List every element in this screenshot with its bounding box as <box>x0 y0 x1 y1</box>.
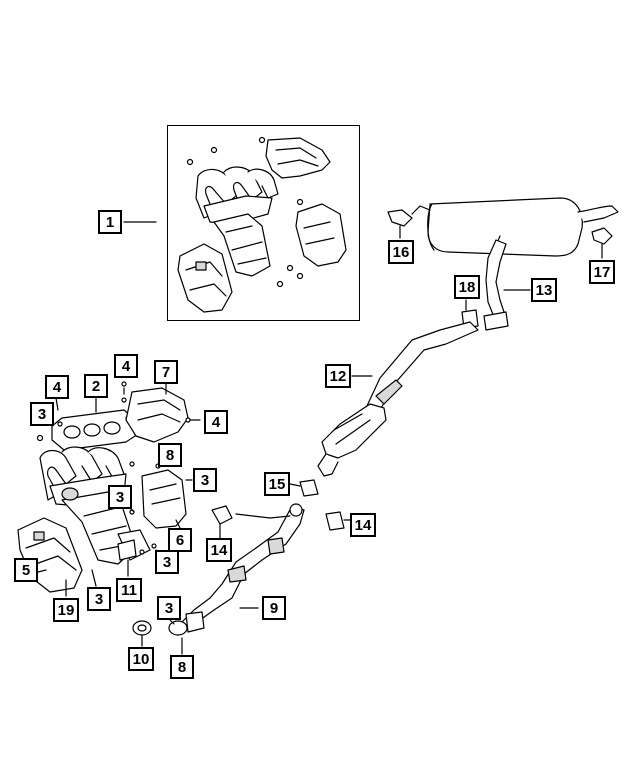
callout-12: 12 <box>325 364 351 388</box>
callout-4: 4 <box>204 410 228 434</box>
callout-1: 1 <box>98 210 122 234</box>
callout-9: 9 <box>262 596 286 620</box>
callout-5: 5 <box>14 558 38 582</box>
callout-14: 14 <box>206 538 232 562</box>
callout-13: 13 <box>531 278 557 302</box>
callout-3: 3 <box>155 550 179 574</box>
isolator-14-right <box>325 511 345 531</box>
shield-6 <box>141 469 187 529</box>
bracket-11 <box>117 539 137 561</box>
callout-3: 3 <box>87 587 111 611</box>
callout-3: 3 <box>108 485 132 509</box>
intermediate-pipe <box>317 321 479 477</box>
inset-manifold-assembly <box>177 136 347 313</box>
callout-4: 4 <box>45 375 69 399</box>
callout-14: 14 <box>350 513 376 537</box>
front-pipe <box>168 503 305 636</box>
rear-muffler <box>411 197 619 257</box>
callout-11: 11 <box>116 578 142 602</box>
callout-3: 3 <box>193 468 217 492</box>
callout-4: 4 <box>114 354 138 378</box>
callout-7: 7 <box>154 360 178 384</box>
callout-19: 19 <box>53 598 79 622</box>
callout-8: 8 <box>170 655 194 679</box>
callout-3: 3 <box>157 596 181 620</box>
callout-17: 17 <box>589 260 615 284</box>
callout-6: 6 <box>168 528 192 552</box>
callout-15: 15 <box>264 472 290 496</box>
callout-10: 10 <box>128 647 154 671</box>
callout-16: 16 <box>388 240 414 264</box>
hanger-17 <box>591 227 613 245</box>
gasket-10 <box>132 620 152 636</box>
clamp-15 <box>299 479 319 497</box>
callout-2: 2 <box>84 374 108 398</box>
callout-8: 8 <box>158 443 182 467</box>
tail-pipe <box>483 239 509 331</box>
manifold-heat-shield <box>125 387 189 443</box>
manifold-assembly-inset-frame <box>167 125 360 321</box>
callout-3: 3 <box>30 402 54 426</box>
manifold-gasket <box>51 409 139 451</box>
hanger-16 <box>387 209 413 227</box>
isolator-14-left <box>211 505 233 525</box>
callout-18: 18 <box>454 275 480 299</box>
